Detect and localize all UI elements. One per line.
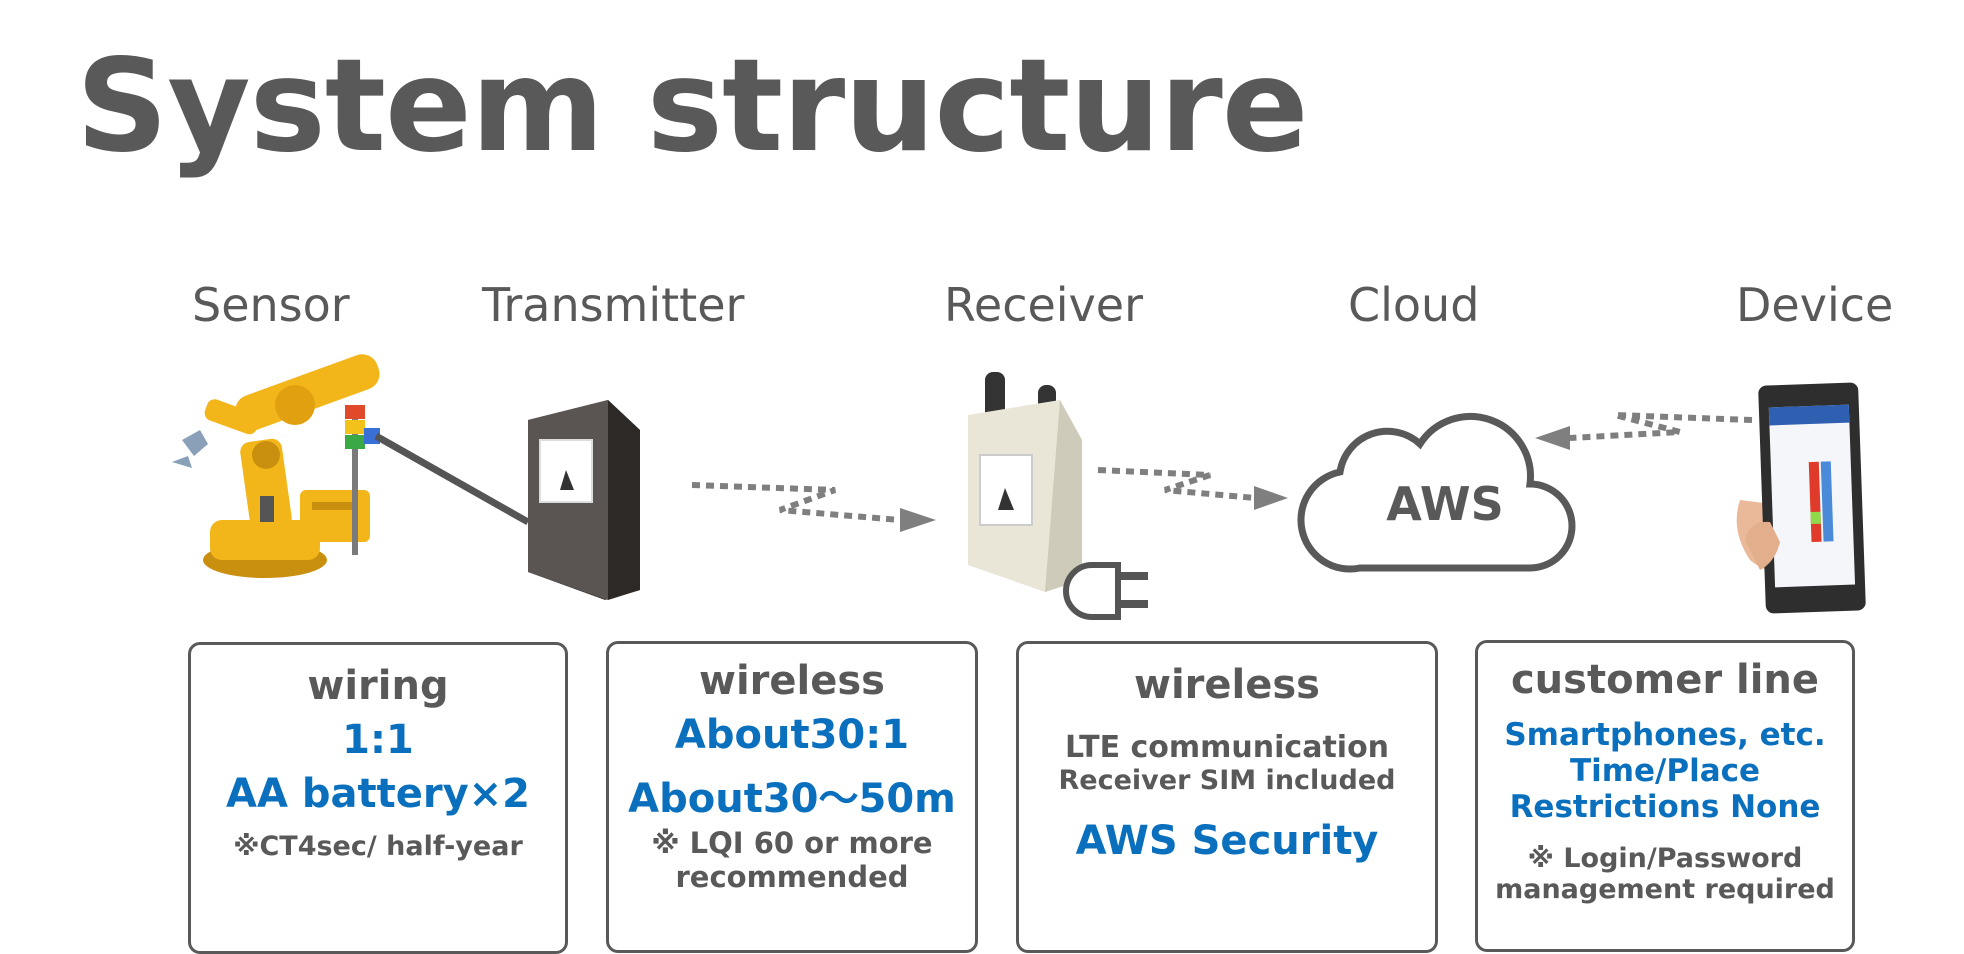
smartphone-icon [1736,382,1866,614]
wireless-arrow-2 [1097,467,1256,501]
cloud-icon [1297,412,1576,573]
transmitter-icon [528,400,640,600]
robot-arm-icon [172,354,380,578]
stage-label-cloud: Cloud [1348,278,1480,332]
box-note-line-2: management required [1495,874,1835,905]
info-box-wireless-cloud: wireless LTE communication Receiver SIM … [1016,641,1438,953]
cloud-aws-label: AWS [1386,477,1503,531]
box-lte: LTE communication [1064,730,1390,765]
stage-label-receiver: Receiver [944,278,1144,332]
box-note-line-2: recommended [675,860,909,894]
info-box-customer-line: customer line Smartphones, etc. Time/Pla… [1475,640,1855,952]
box-line-1: Smartphones, etc. [1504,717,1826,753]
stage-label-transmitter: Transmitter [482,278,745,332]
box-aws-security: AWS Security [1075,818,1379,864]
box-line-2: Time/Place [1569,753,1761,789]
stage-label-sensor: Sensor [192,278,350,332]
wireless-arrow-2-head [1254,486,1288,510]
box-note-line-1: ※ Login/Password [1527,843,1803,874]
wireless-arrow-1-head [900,508,936,532]
box-range: About30～50m [628,776,956,822]
sensor-cable [374,432,530,526]
box-heading: wireless [1134,662,1320,708]
info-box-wiring: wiring 1:1 AA battery×2 ※CT4sec/ half-ye… [188,642,568,954]
stage-label-device: Device [1736,278,1894,332]
box-sim: Receiver SIM included [1058,765,1396,796]
box-heading: wiring [307,663,449,709]
box-note: ※CT4sec/ half-year [233,831,523,862]
box-ratio: 1:1 [342,717,414,763]
box-note-line-1: ※ LQI 60 or more [651,826,933,860]
device-arrow [1569,412,1753,441]
box-line-3: Restrictions None [1509,789,1821,825]
box-heading: customer line [1510,657,1820,703]
box-heading: wireless [699,658,885,704]
info-box-wireless-transmitter: wireless About30:1 About30～50m ※ LQI 60 … [606,641,978,953]
receiver-icon [968,372,1148,620]
box-ratio: About30:1 [674,712,910,758]
device-arrow-head [1535,426,1570,450]
page-title: System structure [76,32,1308,181]
wireless-arrow-1 [691,482,901,523]
box-battery: AA battery×2 [226,771,530,817]
